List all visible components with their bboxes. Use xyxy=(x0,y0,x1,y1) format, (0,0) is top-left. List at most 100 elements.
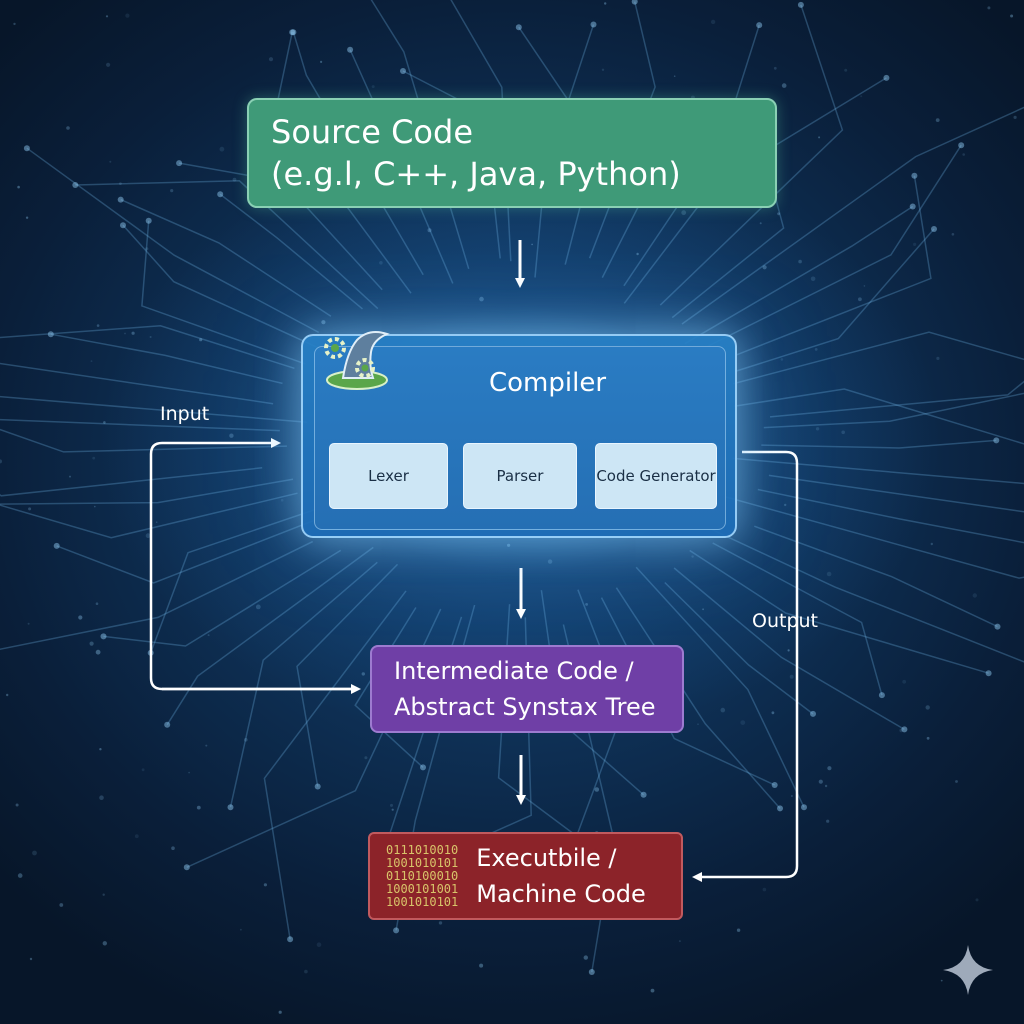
stage-parser: Parser xyxy=(463,443,577,509)
glow-particle xyxy=(105,15,109,18)
circuit-node xyxy=(183,864,190,871)
circuit-node xyxy=(797,1,804,8)
glow-particle xyxy=(102,941,108,946)
glow-particle xyxy=(858,297,862,302)
circuit-trace xyxy=(702,144,962,350)
glow-particle xyxy=(740,720,746,725)
glow-particle xyxy=(25,216,29,219)
glow-particle xyxy=(762,887,767,892)
intermediate-code-title: Intermediate Code / xyxy=(394,657,634,685)
glow-particle xyxy=(673,75,676,77)
machine-code-title: Machine Code xyxy=(476,880,646,908)
glow-particle xyxy=(955,780,958,783)
glow-particle xyxy=(32,850,37,856)
circuit-node xyxy=(314,783,321,790)
circuit-trace xyxy=(166,546,374,726)
glow-particle xyxy=(827,766,832,771)
circuit-node xyxy=(289,29,296,36)
circuit-node xyxy=(23,145,30,152)
glow-particle xyxy=(863,285,866,287)
glow-particle xyxy=(371,85,375,89)
glow-particle xyxy=(364,756,368,760)
glow-particle xyxy=(320,60,323,64)
circuit-trace xyxy=(354,607,424,768)
circuit-node xyxy=(72,182,79,188)
glow-particle xyxy=(790,795,793,797)
circuit-trace xyxy=(763,392,1024,429)
glow-particle xyxy=(15,803,19,807)
intermediate-code-box: Intermediate Code / Abstract Synstax Tre… xyxy=(370,645,684,733)
circuit-node xyxy=(993,437,1000,444)
circuit-trace xyxy=(754,525,998,628)
binary-line: 1001010101 xyxy=(386,855,459,870)
circuit-trace xyxy=(732,457,1024,485)
glow-particle xyxy=(207,634,210,637)
glow-particle xyxy=(787,649,790,652)
circuit-trace xyxy=(120,198,332,317)
circuit-node xyxy=(810,710,816,717)
circuit-trace xyxy=(229,561,378,808)
glow-particle xyxy=(255,604,261,610)
glow-particle xyxy=(844,68,848,72)
circuit-node xyxy=(878,692,885,699)
circuit-trace xyxy=(708,527,1024,663)
glow-particle xyxy=(899,728,903,733)
glow-particle xyxy=(860,95,863,98)
circuit-trace xyxy=(0,395,308,424)
glow-particle xyxy=(99,795,104,800)
glow-particle xyxy=(814,348,818,351)
circuit-node xyxy=(756,22,763,29)
glow-particle xyxy=(109,160,112,163)
glow-particle xyxy=(145,247,149,251)
circuit-trace xyxy=(769,380,1024,418)
circuit-node xyxy=(777,805,783,812)
circuit-trace xyxy=(122,224,342,360)
glow-particle xyxy=(762,265,767,270)
glow-particle xyxy=(278,1010,282,1014)
glow-particle xyxy=(427,228,432,233)
circuit-trace xyxy=(673,567,905,731)
circuit-trace xyxy=(736,175,932,356)
glow-particle xyxy=(826,819,830,823)
glow-particle xyxy=(913,242,917,246)
glow-particle xyxy=(789,674,794,679)
glow-particle xyxy=(304,969,308,974)
glow-particle xyxy=(13,22,16,26)
circuit-node xyxy=(901,726,908,733)
binary-line: 1000101001 xyxy=(386,881,459,896)
glow-particle xyxy=(149,336,152,338)
glow-particle xyxy=(824,784,828,788)
circuit-trace xyxy=(296,563,399,787)
glow-particle xyxy=(594,787,600,792)
executable-title: Executbile / xyxy=(476,844,617,872)
glow-particle xyxy=(0,459,2,464)
glow-particle xyxy=(171,846,175,850)
circuit-node xyxy=(931,226,937,232)
circuit-trace xyxy=(0,428,287,453)
glow-particle xyxy=(720,707,726,713)
glow-particle xyxy=(280,498,284,502)
circuit-trace xyxy=(0,325,295,370)
glow-particle xyxy=(232,177,237,182)
circuit-trace xyxy=(56,516,323,584)
circuit-trace xyxy=(149,504,328,654)
glow-particle xyxy=(601,68,605,72)
glow-particle xyxy=(141,768,145,772)
binary-line: 0110100010 xyxy=(386,868,459,883)
circuit-trace xyxy=(0,492,298,539)
glow-particle xyxy=(798,259,802,264)
circuit-node xyxy=(145,217,152,224)
glow-particle xyxy=(841,430,845,435)
glow-particle xyxy=(1010,14,1014,18)
glow-particle xyxy=(781,83,787,88)
glow-particle xyxy=(936,356,940,360)
glow-particle xyxy=(321,320,326,325)
glow-particle xyxy=(103,421,106,424)
glow-particle xyxy=(6,693,9,697)
circuit-trace xyxy=(0,362,274,405)
glow-particle xyxy=(479,296,484,302)
glow-particle xyxy=(28,507,32,511)
circuit-node xyxy=(958,142,965,149)
glow-particle xyxy=(604,2,607,5)
circuit-node xyxy=(290,29,297,36)
